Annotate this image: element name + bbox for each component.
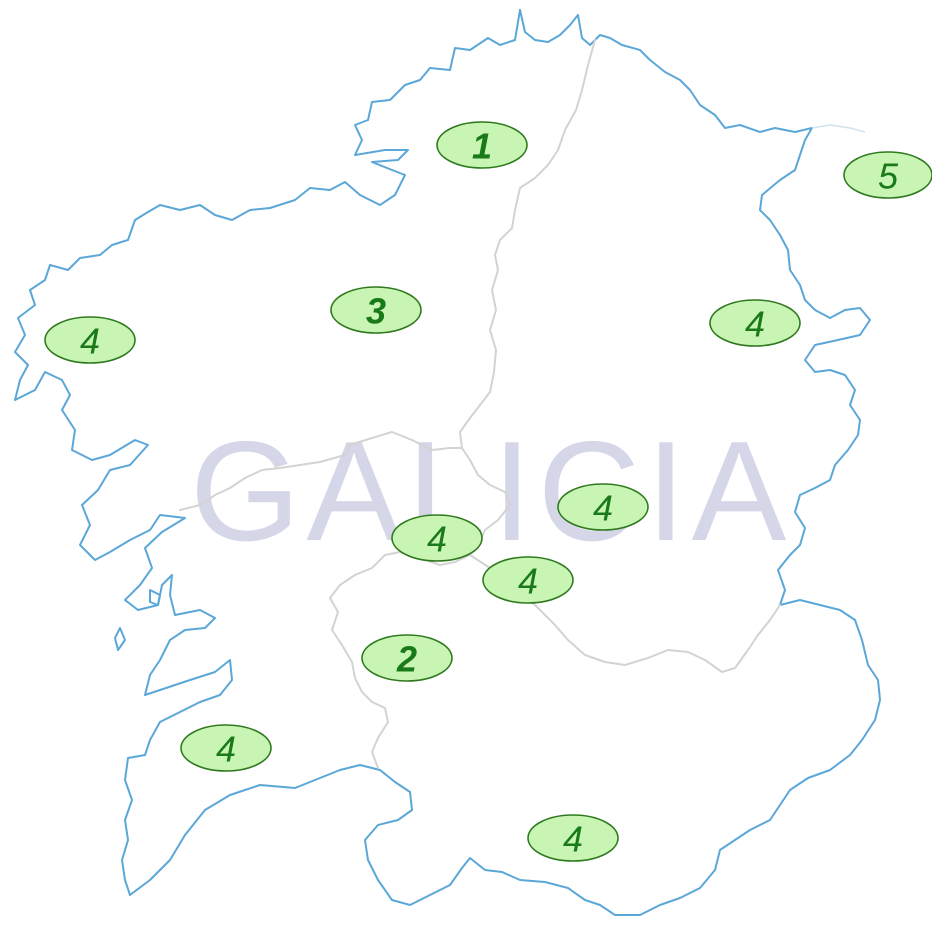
marker-label: 4	[745, 304, 765, 345]
island	[114, 627, 126, 651]
coastline	[14, 9, 521, 896]
region-marker-south-central: 2	[361, 634, 453, 682]
region-marker-north: 1	[436, 121, 528, 169]
region-marker-center-east: 4	[557, 483, 649, 531]
marker-label: 4	[563, 819, 583, 860]
marker-label: 4	[80, 321, 100, 362]
region-marker-center: 4	[391, 514, 483, 562]
marker-label: 4	[518, 561, 538, 602]
marker-label: 4	[593, 488, 613, 529]
region-marker-west-coast: 4	[44, 316, 136, 364]
region-marker-center-south: 4	[482, 556, 574, 604]
marker-label: 3	[366, 291, 386, 332]
marker-label: 1	[472, 126, 492, 167]
region-marker-far-east: 5	[843, 151, 932, 199]
border-coruna-pontevedra	[179, 431, 506, 511]
region-marker-east: 4	[709, 299, 801, 347]
marker-label: 4	[216, 729, 236, 770]
island	[149, 589, 161, 606]
marker-label: 2	[396, 639, 417, 680]
eastern-border	[759, 127, 871, 606]
marker-label: 5	[878, 156, 899, 197]
region-marker-southwest: 4	[180, 724, 272, 772]
marker-label: 4	[427, 519, 447, 560]
north-coast	[519, 9, 813, 133]
region-marker-south: 4	[527, 814, 619, 862]
southern-border-river	[129, 599, 881, 916]
estuary-faint	[811, 124, 866, 133]
border-coruna-lugo	[459, 39, 596, 449]
map-watermark: GALICIA	[190, 412, 792, 571]
region-marker-central-north: 3	[330, 286, 422, 334]
